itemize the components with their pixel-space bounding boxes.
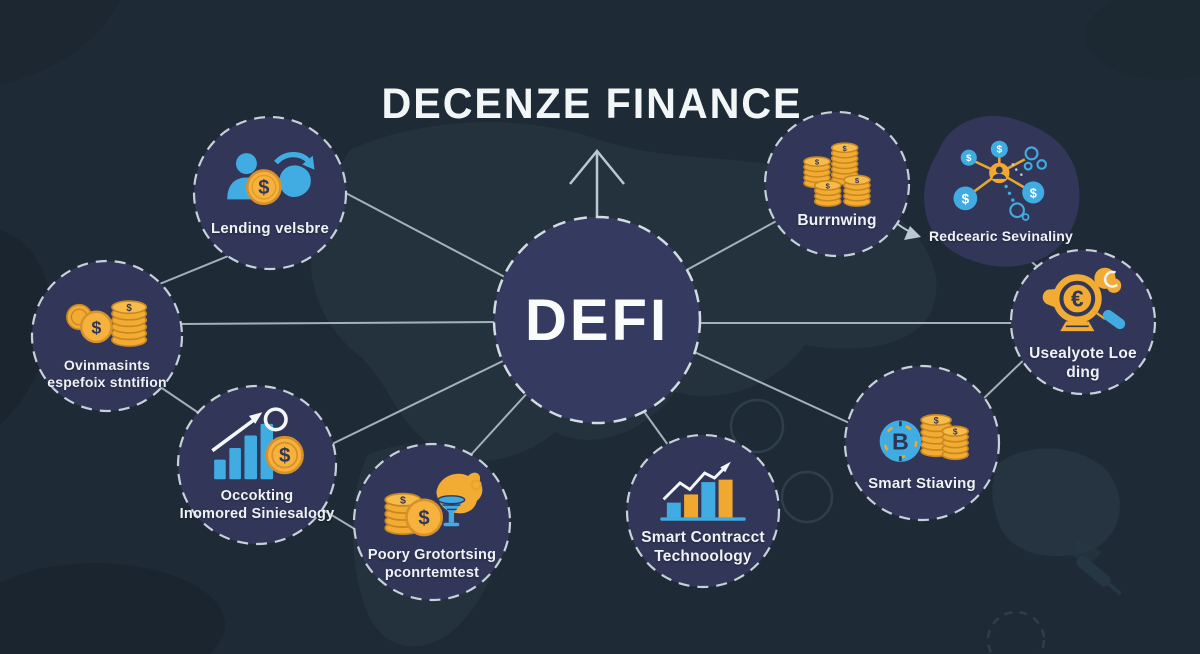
svg-text:$: $ bbox=[279, 445, 291, 468]
svg-text:$: $ bbox=[815, 157, 820, 166]
node-lending-eu: € Usealyote Loe ding bbox=[1011, 250, 1155, 394]
node-label: Smart Stiaving bbox=[868, 474, 976, 492]
node-burning: $ $ $ $ Burrnwing bbox=[765, 112, 909, 256]
bar-chart-arrow-icon bbox=[660, 461, 746, 521]
svg-text:€: € bbox=[1071, 285, 1084, 311]
page-title: DECENZE FINANCE bbox=[381, 80, 803, 128]
node-network: $ $ $ $ Redcearic Sevinaliny bbox=[922, 118, 1080, 266]
svg-text:$: $ bbox=[962, 192, 970, 207]
coin-stacks-icon: $ $ $ $ bbox=[803, 142, 871, 207]
node-label: Lending velsbre bbox=[210, 220, 330, 238]
node-label: Ovinmasints espefoix stntifion bbox=[47, 356, 167, 390]
coins-piggy-funnel-icon: $ $ bbox=[384, 472, 483, 537]
bitcoin-coin-stacks-icon: $ $ B bbox=[879, 414, 969, 463]
svg-text:$: $ bbox=[855, 176, 860, 185]
svg-text:$: $ bbox=[996, 145, 1002, 156]
euro-pot-magnifier-icon: € bbox=[1042, 267, 1126, 331]
defi-label: DEFI bbox=[524, 287, 670, 353]
node-lending: $ Lending velsbre bbox=[194, 117, 346, 269]
node-savings: $ $ Poory Grotortsing pconrtemtest bbox=[354, 444, 510, 600]
svg-text:$: $ bbox=[418, 508, 429, 530]
dollar-network-icon: $ $ $ $ bbox=[953, 140, 1048, 222]
up-arrow bbox=[569, 149, 625, 218]
defi-circle bbox=[492, 215, 702, 425]
node-label: Poory Grotortsing pconrtemtest bbox=[367, 547, 497, 582]
node-staking: $ $ B Smart Stiaving bbox=[845, 366, 999, 520]
gold-coins-icon: $ $ bbox=[66, 300, 148, 348]
svg-text:$: $ bbox=[1030, 186, 1037, 201]
node-analytics: $ Occokting Inomored Siniesalogy bbox=[178, 386, 336, 544]
node-label: Smart Contracct Technoology bbox=[641, 529, 765, 565]
syringe-decor bbox=[1076, 555, 1122, 595]
person-coin-exchange-icon: $ bbox=[227, 152, 315, 206]
growth-chart-coin-icon: $ bbox=[211, 407, 304, 480]
svg-text:$: $ bbox=[91, 318, 101, 338]
node-label: Redcearic Sevinaliny bbox=[928, 227, 1074, 244]
svg-text:$: $ bbox=[843, 144, 848, 153]
svg-text:$: $ bbox=[258, 177, 269, 199]
node-label: Occokting Inomored Siniesalogy bbox=[179, 488, 335, 522]
svg-text:$: $ bbox=[966, 153, 972, 163]
node-label: Burrnwing bbox=[797, 212, 877, 230]
node-smart-contract: Smart Contracct Technoology bbox=[627, 435, 779, 587]
svg-text:B: B bbox=[892, 429, 909, 455]
svg-text:$: $ bbox=[953, 427, 958, 437]
node-defi: DEFI bbox=[494, 217, 700, 423]
svg-text:$: $ bbox=[400, 495, 406, 507]
node-assets: $ $ Ovinmasints espefoix stntifion bbox=[32, 261, 182, 411]
svg-text:$: $ bbox=[126, 303, 132, 314]
node-label: Usealyote Loe ding bbox=[1029, 344, 1137, 381]
svg-text:$: $ bbox=[934, 415, 939, 425]
decor-rings bbox=[729, 398, 1046, 654]
svg-text:$: $ bbox=[826, 181, 831, 190]
